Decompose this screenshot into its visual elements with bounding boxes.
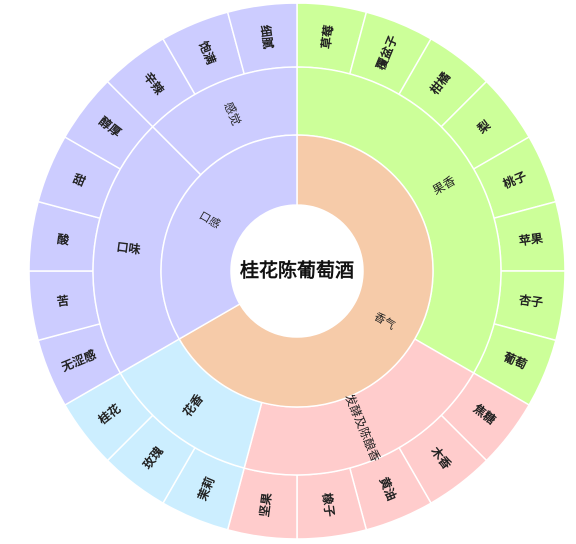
ring-layer — [28, 2, 566, 540]
level3-label-12: 坚果 — [257, 492, 274, 518]
level3-label-18: 酸 — [56, 231, 71, 248]
level3-label-19: 甜 — [71, 171, 88, 189]
level2-label-3: 口味 — [116, 239, 142, 257]
level3-label-5: 苹果 — [518, 230, 544, 248]
level3-label-23: 细腻 — [258, 24, 276, 50]
level3-label-6: 杏子 — [517, 292, 544, 310]
level3-label-11: 橡子 — [320, 492, 338, 518]
center-disc — [231, 205, 363, 337]
level3-label-17: 苦 — [56, 293, 70, 309]
chart-title: 桂花陈葡萄酒 — [239, 259, 354, 282]
level3-label-0: 草莓 — [318, 24, 336, 50]
